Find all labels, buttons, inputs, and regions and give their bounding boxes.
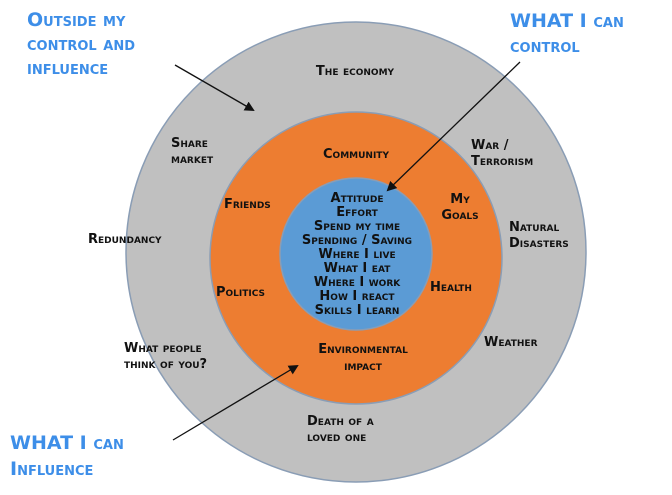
label-share-market-line-2: market [171, 152, 214, 167]
label-redundancy-line-1: Redundancy [88, 232, 162, 247]
label-death-of-loved-one-line-2: loved one [307, 430, 366, 445]
influence-callout-arrow [172, 364, 299, 441]
inner-circle-list-line-8: How I react [319, 289, 395, 304]
label-health: Health [430, 280, 472, 295]
label-redundancy: Redundancy [88, 232, 162, 247]
inner-circle-list-line-4: Spending / Saving [302, 233, 412, 248]
label-what-people-think-line-2: think of you? [124, 357, 207, 372]
label-war-terrorism-line-2: Terrorism [471, 154, 533, 169]
label-the-economy-line-1: The economy [316, 64, 395, 79]
inner-circle-list-line-7: Where I work [314, 275, 401, 290]
inner-circle-list-line-5: Where I live [318, 247, 395, 262]
label-environmental-impact: Environmental impact [318, 342, 408, 374]
outside-control-callout-line-1: Outside my [27, 9, 126, 31]
label-environmental-impact-line-2: impact [344, 359, 383, 374]
label-weather: Weather [484, 335, 538, 350]
label-my-goals-line-1: My [450, 192, 470, 207]
label-war-terrorism: War /Terrorism [471, 138, 533, 169]
label-my-goals-line-2: Goals [441, 208, 478, 223]
label-the-economy: The economy [316, 64, 395, 79]
label-politics-line-1: Politics [216, 285, 265, 300]
label-politics: Politics [216, 285, 265, 300]
label-friends: Friends [224, 197, 271, 212]
outside-control-callout-line-3: influence [27, 57, 108, 79]
label-friends-line-1: Friends [224, 197, 271, 212]
label-natural-disasters-line-1: Natural [509, 220, 559, 235]
what-i-can-control-callout-line-2: control [510, 35, 580, 57]
inner-circle-list-line-3: Spend my time [314, 219, 400, 234]
label-share-market-line-1: Share [171, 136, 208, 151]
what-i-can-control-callout-line-1: WHAT I can [510, 10, 624, 32]
label-community-line-1: Community [323, 147, 389, 162]
inner-circle-list-line-1: Attitude [331, 191, 384, 206]
label-death-of-loved-one-line-1: Death of a [307, 414, 374, 429]
label-what-people-think-line-1: What people [124, 341, 202, 356]
label-community: Community [323, 147, 389, 162]
label-weather-line-1: Weather [484, 335, 538, 350]
outside-control-callout-line-2: control and [27, 33, 135, 55]
label-natural-disasters-line-2: Disasters [509, 236, 569, 251]
inner-circle-list-line-9: Skills I learn [315, 303, 400, 318]
label-health-line-1: Health [430, 280, 472, 295]
label-war-terrorism-line-1: War / [471, 138, 509, 153]
what-i-can-influence-callout-line-2: Influence [10, 458, 93, 480]
label-environmental-impact-line-1: Environmental [318, 342, 408, 357]
control-callout-arrow [386, 61, 521, 192]
inner-circle-list-line-6: What I eat [324, 261, 392, 276]
what-i-can-influence-callout-line-1: WHAT I can [10, 432, 124, 454]
what-i-can-control-callout: WHAT I can control [510, 10, 624, 57]
inner-circle-list-line-2: Effort [336, 205, 378, 220]
control-circle [279, 177, 433, 331]
outside-callout-arrow [174, 64, 255, 111]
